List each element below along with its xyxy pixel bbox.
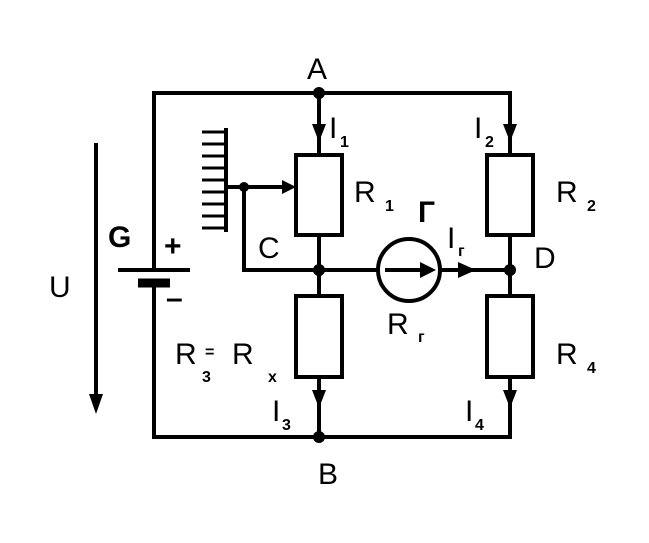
voltage-label: U	[49, 271, 71, 304]
galvanometer-current-subscript: г	[458, 243, 465, 260]
galvanometer-resistance-subscript: г	[418, 329, 425, 346]
source-minus-label: –	[166, 282, 183, 315]
i4-subscript: 4	[475, 417, 484, 434]
node-d-label: D	[534, 242, 556, 275]
current-arrow-i2	[503, 124, 517, 142]
slider-hatch	[202, 128, 228, 232]
r2-subscript: 2	[587, 198, 596, 215]
i2-label: I	[474, 112, 482, 145]
node-a-label: A	[307, 53, 327, 86]
bridge-current-arrow	[458, 262, 476, 278]
i4-label: I	[465, 395, 473, 428]
current-arrow-i1	[312, 124, 326, 142]
slider-junction-dot	[239, 182, 249, 192]
current-arrow-i3	[312, 390, 326, 408]
node-a-dot	[313, 87, 325, 99]
r1-label: R	[354, 176, 376, 209]
i1-label: I	[329, 112, 337, 145]
r1-subscript: 1	[385, 198, 394, 215]
galvanometer	[376, 237, 442, 303]
resistor-r2	[485, 153, 535, 237]
galvanometer-current-label: I	[447, 222, 455, 255]
i1-subscript: 1	[340, 134, 349, 151]
resistor-r1	[294, 153, 344, 237]
slider-arrow-head	[282, 180, 296, 194]
node-d-dot	[504, 264, 516, 276]
i2-subscript: 2	[485, 134, 494, 151]
voltage-arrow-head	[89, 394, 103, 414]
r3-subscript: 3	[202, 369, 211, 386]
circuit-wires	[152, 91, 512, 439]
r3-label: R	[175, 338, 197, 371]
node-b-dot	[313, 431, 325, 443]
voltage-arrow	[89, 143, 103, 414]
rx-label: R	[232, 338, 254, 371]
node-b-label: B	[318, 458, 338, 491]
galvanometer-needle-head	[420, 262, 436, 278]
r4-label: R	[556, 338, 578, 371]
current-arrow-i4	[503, 390, 517, 408]
resistor-r4	[485, 294, 535, 379]
node-c-dot	[313, 264, 325, 276]
resistor-r3	[294, 294, 344, 379]
r2-label: R	[556, 176, 578, 209]
battery-symbol	[118, 268, 190, 288]
i3-label: I	[272, 395, 280, 428]
r3-equals: =	[205, 344, 214, 361]
galvanometer-resistance-label: R	[387, 308, 409, 341]
r4-subscript: 4	[587, 360, 596, 377]
source-plus-label: +	[164, 230, 182, 263]
galvanometer-name-label: Г	[418, 196, 435, 229]
rx-subscript: x	[268, 369, 277, 386]
source-name-label: G	[108, 221, 131, 254]
node-c-label: C	[258, 232, 280, 265]
i3-subscript: 3	[282, 417, 291, 434]
